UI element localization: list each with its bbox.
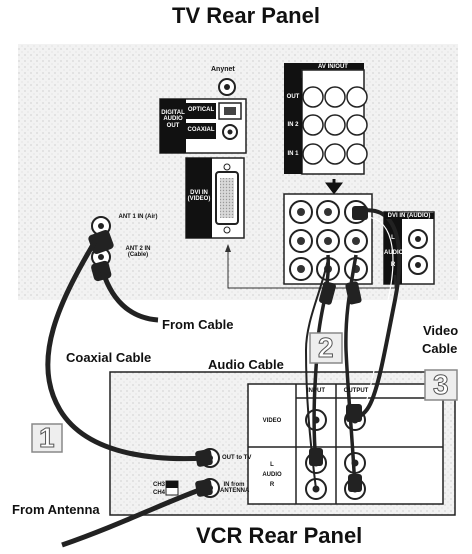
dvi-audio-r: R (390, 262, 396, 268)
dvi-audio-l: L (391, 235, 395, 241)
vcr-r-label: R (269, 482, 275, 488)
step-3-number: 3 (433, 369, 450, 400)
coaxial-cable-label: Coaxial Cable (66, 350, 152, 365)
arrow-down-icon (325, 179, 343, 195)
component-jack-panel (283, 193, 373, 285)
vcr-out-to-tv-label: OUT to TV (222, 455, 252, 461)
ant1-label: ANT 1 IN (Air) (118, 214, 158, 220)
av-r-label: R (356, 72, 362, 78)
step-2-box (309, 332, 343, 364)
step-2-number: 2 (318, 332, 335, 363)
video-cable-label-2: Cable (422, 341, 458, 356)
av-video-label: VIDEO (302, 72, 322, 78)
vcr-rear-panel (109, 371, 456, 516)
av-in-out-panel (284, 63, 368, 175)
video-cable-label-1: Video (423, 323, 459, 338)
ant2-label: ANT 2 IN (Cable) (125, 246, 151, 259)
av-audio-label: AUDIO (334, 72, 354, 78)
dvi-pointer-line (227, 245, 396, 289)
from-cable-label: From Cable (162, 317, 234, 332)
av-row-in2: IN 2 (287, 122, 299, 128)
from-cable-line (98, 264, 159, 323)
step-3-box (424, 369, 458, 401)
from-antenna-label: From Antenna (12, 502, 100, 517)
step-1-number: 1 (39, 422, 56, 453)
av-l-label: L (327, 72, 331, 78)
anynet-label: Anynet (211, 66, 235, 73)
optical-label: OPTICAL (187, 107, 215, 113)
vcr-video-label: VIDEO (262, 418, 282, 424)
av-row-in1: IN 1 (287, 151, 299, 157)
digital-audio-out-label: DIGITAL AUDIO OUT (161, 110, 185, 129)
vcr-audio-label: AUDIO (262, 472, 282, 478)
vcr-ch3-label: CH3 (152, 482, 165, 488)
dvi-in-audio-label: DVI IN (AUDIO) (384, 213, 434, 220)
coaxial-cable (45, 236, 206, 462)
vcr-l-label: L (270, 462, 274, 468)
vcr-output-label: OUTPUT (343, 388, 369, 394)
audio-cable-label: Audio Cable (208, 357, 284, 372)
vcr-in-from-antenna-label: IN from ANTENNA (220, 482, 250, 495)
dvi-in-video-label: DVI IN (VIDEO) (187, 190, 211, 203)
vcr-panel-title: VCR Rear Panel (196, 523, 363, 548)
vcr-ch4-label: CH4 (152, 490, 165, 496)
dvi-audio-text: AUDIO (384, 250, 404, 256)
step-1-box (31, 423, 63, 453)
from-antenna-line (61, 485, 206, 548)
video-cable (353, 208, 402, 422)
vcr-input-label: INPUT (307, 388, 325, 394)
av-in-out-label: AV IN/OUT (318, 64, 348, 70)
av-row-out: OUT (286, 94, 300, 100)
coaxial-label: COAXIAL (187, 127, 215, 133)
tv-panel-title: TV Rear Panel (172, 3, 320, 28)
